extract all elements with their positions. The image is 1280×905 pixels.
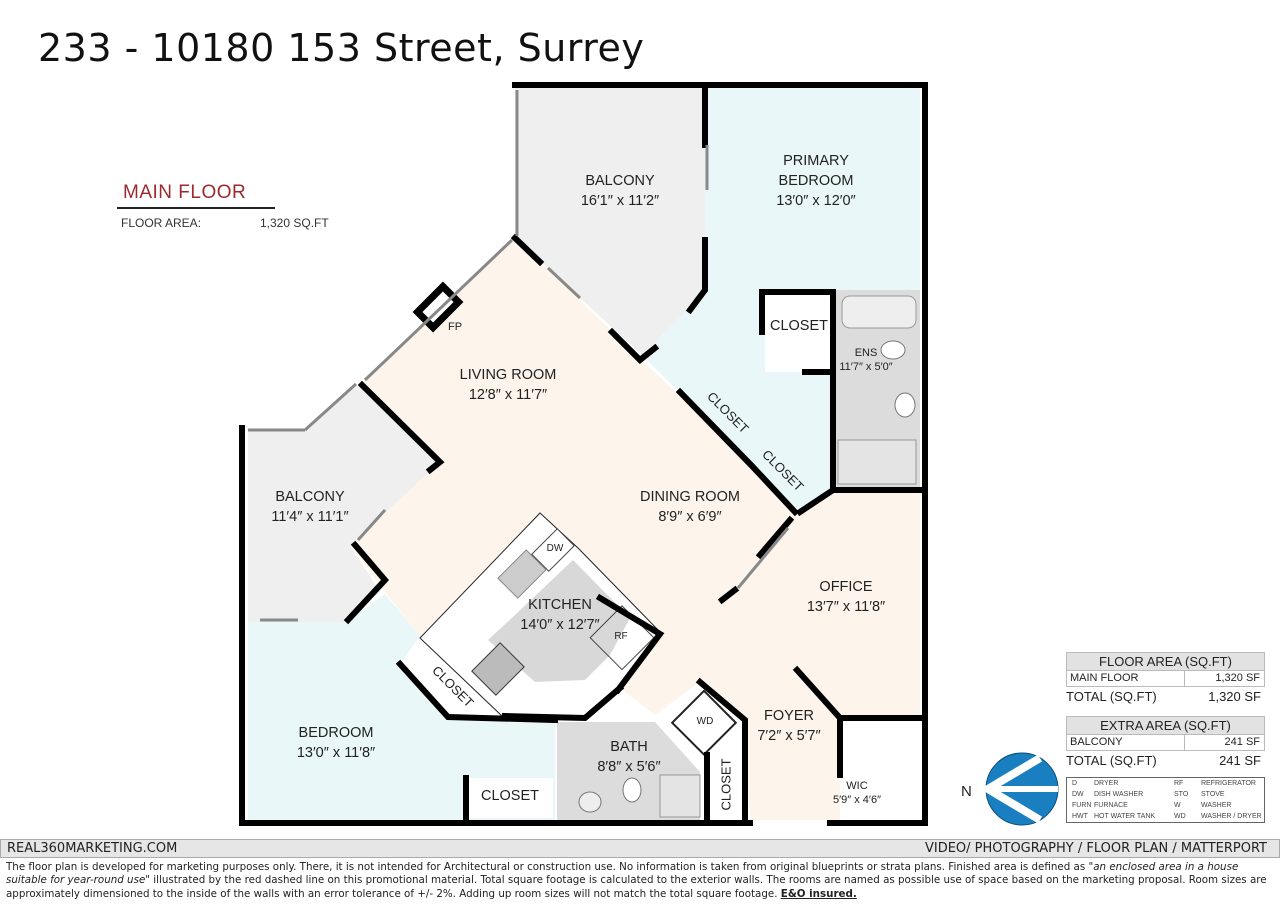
- disclaimer: The floor plan is developed for marketin…: [6, 861, 1267, 900]
- footer-website: REAL360MARKETING.COM: [7, 841, 178, 856]
- sink-icon: [894, 392, 916, 418]
- sink-icon: [578, 791, 602, 813]
- closet-foyer-area: [708, 752, 744, 818]
- room-closet-bedroom: CLOSET: [480, 788, 540, 804]
- sink-icon: [497, 549, 547, 599]
- wic-area: [843, 720, 920, 820]
- room-closet-foyer: CLOSET: [718, 758, 734, 811]
- floor-name: MAIN FLOOR: [123, 182, 247, 203]
- floor-divider: [117, 207, 275, 209]
- room-closet-primary: CLOSET: [769, 318, 829, 334]
- bedroom-area: [248, 594, 555, 820]
- footer-bar: REAL360MARKETING.COM VIDEO/ PHOTOGRAPHY …: [0, 839, 1280, 858]
- extra-area-header: EXTRA AREA (SQ.FT): [1066, 716, 1265, 735]
- fireplace-label: FP: [447, 321, 463, 333]
- fireplace-icon: [412, 281, 464, 333]
- floor-area-total: TOTAL (SQ.FT)1,320 SF: [1066, 689, 1261, 704]
- office-area: [735, 490, 920, 718]
- floor-area-header: FLOOR AREA (SQ.FT): [1066, 652, 1265, 671]
- shower-icon: [659, 774, 701, 818]
- balcony-left-area: [248, 385, 440, 622]
- windows: [248, 90, 790, 622]
- shower-icon: [837, 439, 917, 485]
- footer-services: VIDEO/ PHOTOGRAPHY / FLOOR PLAN / MATTER…: [924, 841, 1267, 856]
- toilet-icon: [880, 340, 906, 360]
- compass-north-label: N: [961, 783, 972, 800]
- toilet-icon: [622, 777, 642, 803]
- bathtub-icon: [841, 295, 917, 329]
- north-compass-icon: [980, 752, 1059, 826]
- refrigerator-label: RF: [614, 631, 628, 642]
- dishwasher-label: DW: [546, 543, 564, 554]
- balcony-top-area: [515, 88, 705, 355]
- washer-dryer-icon: [670, 689, 738, 756]
- washer-dryer-label: WD: [696, 716, 714, 727]
- page-title: 233 - 10180 153 Street, Surrey: [38, 26, 645, 70]
- extra-area-total: TOTAL (SQ.FT)241 SF: [1066, 753, 1261, 768]
- stove-icon: [471, 642, 525, 696]
- kitchen-floor: [488, 560, 630, 682]
- walls: [239, 82, 928, 826]
- floor-area-value: 1,320 SQ.FT: [260, 216, 329, 230]
- closet-primary-area: [765, 292, 830, 372]
- floor-area-label: FLOOR AREA:: [121, 216, 202, 230]
- dishwasher-icon: [531, 528, 575, 572]
- closet-bottom-area: [468, 778, 553, 818]
